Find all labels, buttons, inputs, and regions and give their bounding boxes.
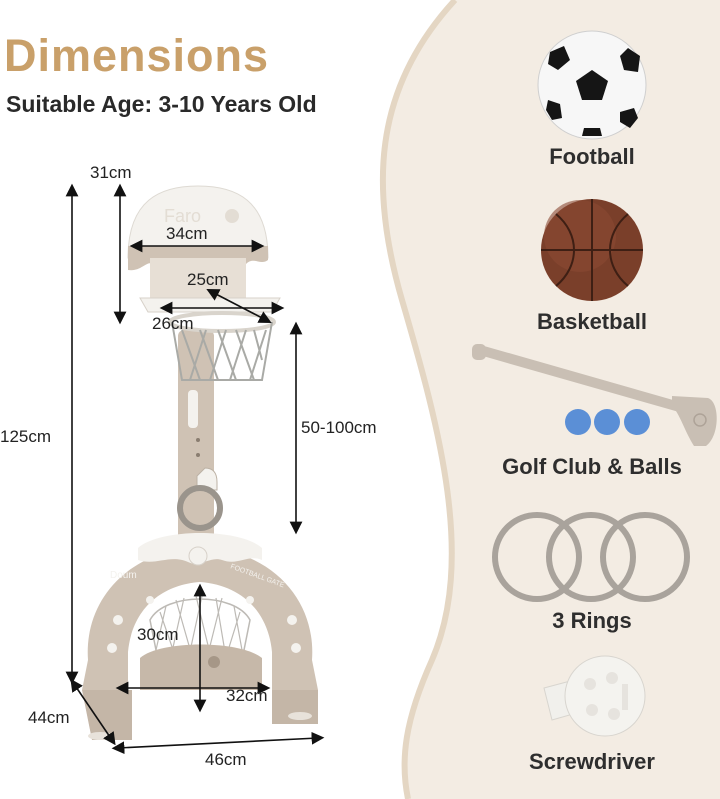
- accessory-label-football: Football: [549, 144, 635, 169]
- rings-icon: [492, 512, 690, 602]
- page-title: Dimensions: [4, 30, 270, 81]
- football-icon: [537, 30, 647, 140]
- ring-on-pole: [177, 485, 223, 531]
- base-width-line: [111, 731, 325, 755]
- golf-club-icon: [472, 344, 717, 446]
- base-depth-line: [70, 678, 116, 746]
- dim-goal-height: 30cm: [137, 625, 179, 644]
- accessory-label-rings: 3 Rings: [552, 608, 632, 633]
- backboard-logo: Faro: [164, 206, 201, 226]
- accessory-label-golf: Golf Club & Balls: [502, 454, 682, 479]
- dim-backboard-width: 34cm: [166, 224, 208, 243]
- dim-goal-width: 32cm: [226, 686, 268, 705]
- screwdriver-icon: [543, 655, 646, 737]
- goal-brand: Doum: [110, 570, 137, 581]
- accessory-label-screwdriver: Screwdriver: [529, 749, 655, 774]
- dim-base-width: 46cm: [205, 750, 247, 769]
- dim-base-depth: 44cm: [28, 708, 70, 727]
- dim-hoop-depth: 25cm: [187, 270, 229, 289]
- stand-pole: [178, 330, 214, 555]
- age-subtitle: Suitable Age: 3-10 Years Old: [6, 91, 317, 117]
- dim-backboard-height: 31cm: [90, 163, 132, 182]
- golf-balls-icon: [565, 409, 650, 435]
- goal-arch: [82, 546, 318, 690]
- dim-hoop-width: 26cm: [152, 314, 194, 333]
- dim-total-height: 125cm: [0, 427, 52, 446]
- dim-adjustable-height: 50-100cm: [301, 418, 377, 437]
- accessory-label-basketball: Basketball: [536, 309, 648, 334]
- basketball-icon: [541, 199, 643, 301]
